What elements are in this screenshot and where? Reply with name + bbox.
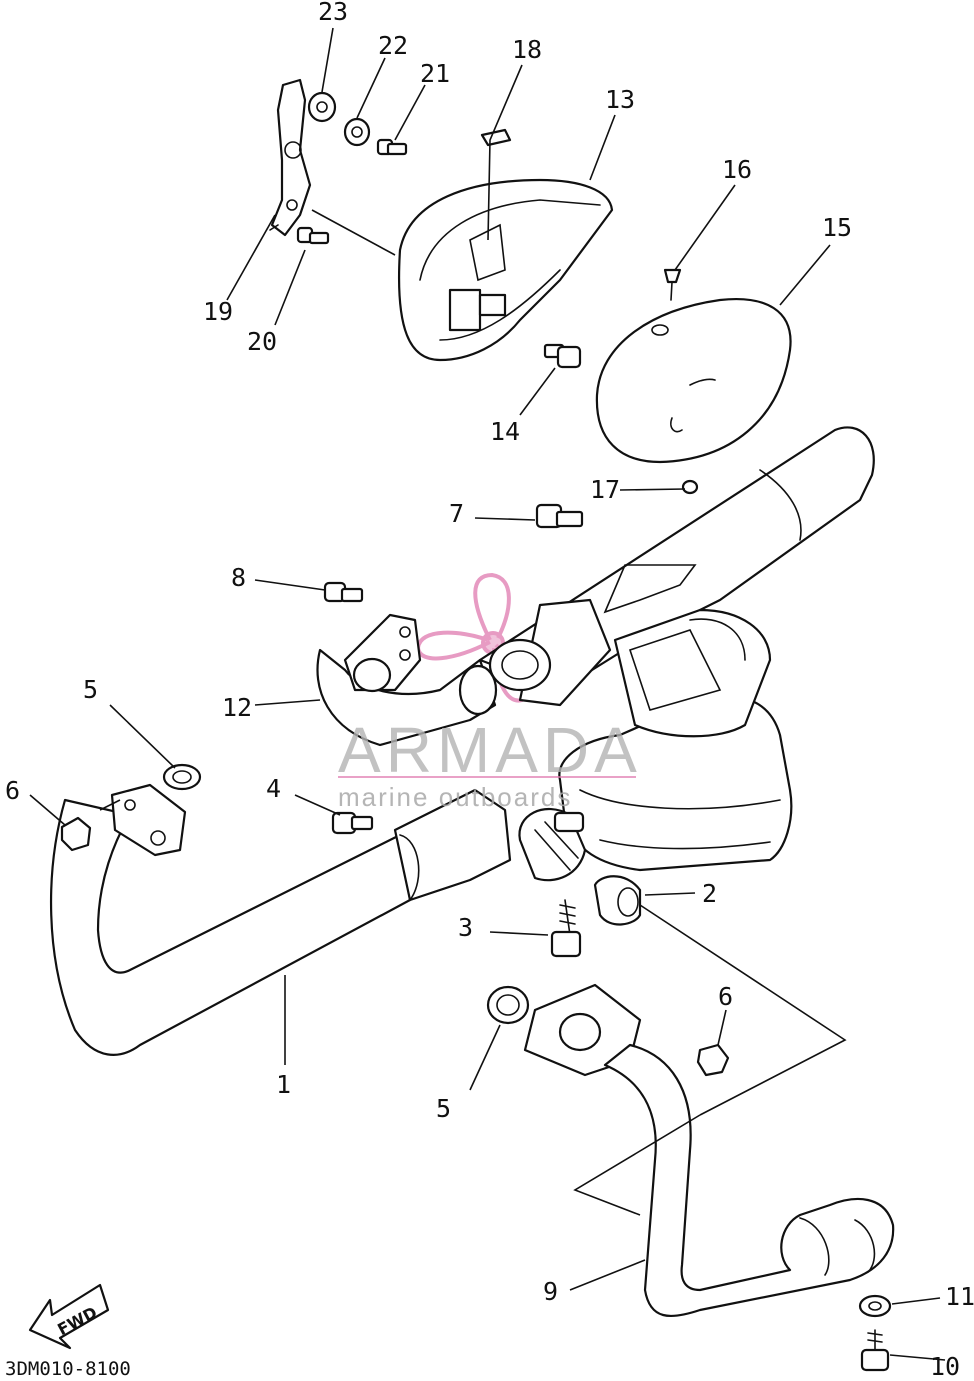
bolt-10 bbox=[860, 1329, 890, 1372]
callout-3: 3 bbox=[458, 913, 473, 942]
callout-14: 14 bbox=[490, 417, 520, 446]
damper-22 bbox=[343, 117, 371, 147]
nut-18 bbox=[480, 128, 512, 147]
exhaust-pipe-9 bbox=[523, 983, 895, 1318]
screw-16 bbox=[663, 268, 682, 301]
washer-11 bbox=[858, 1294, 892, 1318]
gasket-5-bottom bbox=[486, 985, 530, 1025]
callout-16: 16 bbox=[722, 155, 752, 184]
callout-8: 8 bbox=[231, 563, 246, 592]
callout-20: 20 bbox=[247, 327, 277, 356]
callout-5-bottom: 5 bbox=[436, 1094, 451, 1123]
callout-6-right: 6 bbox=[718, 982, 733, 1011]
callout-5-top: 5 bbox=[83, 675, 98, 704]
callout-13: 13 bbox=[605, 85, 635, 114]
callout-23: 23 bbox=[318, 0, 348, 26]
watermark-tagline: marine outboards bbox=[338, 782, 572, 812]
callout-7: 7 bbox=[449, 499, 464, 528]
callout-15: 15 bbox=[822, 213, 852, 242]
callout-19: 19 bbox=[203, 297, 233, 326]
callout-9: 9 bbox=[543, 1277, 558, 1306]
bolt-21 bbox=[376, 138, 408, 156]
callout-2: 2 bbox=[702, 879, 717, 908]
bolt-8 bbox=[323, 581, 364, 603]
washer-23 bbox=[307, 91, 337, 123]
nut-6-left bbox=[60, 816, 92, 852]
diagram-code: 3DM010-8100 bbox=[5, 1358, 131, 1380]
collar-2 bbox=[593, 875, 642, 926]
pipe-12 bbox=[316, 613, 498, 747]
callout-10: 10 bbox=[930, 1352, 960, 1381]
callout-6-left: 6 bbox=[5, 776, 20, 805]
callout-1: 1 bbox=[276, 1070, 291, 1099]
callout-labels: 1 2 3 4 5 6 7 8 9 10 11 12 13 14 15 16 1… bbox=[5, 0, 974, 1381]
nut-4 bbox=[331, 811, 374, 835]
callout-12: 12 bbox=[222, 693, 252, 722]
cover-15 bbox=[595, 298, 792, 464]
nut-6-right bbox=[696, 1043, 730, 1077]
gasket-5-top bbox=[162, 763, 202, 791]
side-cover-13 bbox=[398, 178, 614, 362]
callout-22: 22 bbox=[378, 31, 408, 60]
leader-lines bbox=[29, 27, 946, 1361]
bolt-20 bbox=[296, 226, 330, 245]
exhaust-pipe-1 bbox=[49, 783, 512, 1056]
screw-17 bbox=[681, 479, 699, 495]
callout-4: 4 bbox=[266, 774, 281, 803]
watermark-brand: ARMADA bbox=[338, 714, 642, 786]
bolt-3 bbox=[550, 899, 582, 958]
clamp-assembly bbox=[518, 807, 587, 882]
callout-21: 21 bbox=[420, 59, 450, 88]
bracket-19 bbox=[269, 78, 312, 237]
callout-11: 11 bbox=[945, 1282, 974, 1311]
muffler bbox=[478, 426, 875, 872]
callout-18: 18 bbox=[512, 35, 542, 64]
bolt-14 bbox=[543, 343, 582, 369]
callout-17: 17 bbox=[590, 475, 620, 504]
assembly-lines bbox=[99, 209, 847, 1216]
fwd-arrow: FWD bbox=[28, 1283, 110, 1350]
bolt-7 bbox=[535, 503, 584, 529]
